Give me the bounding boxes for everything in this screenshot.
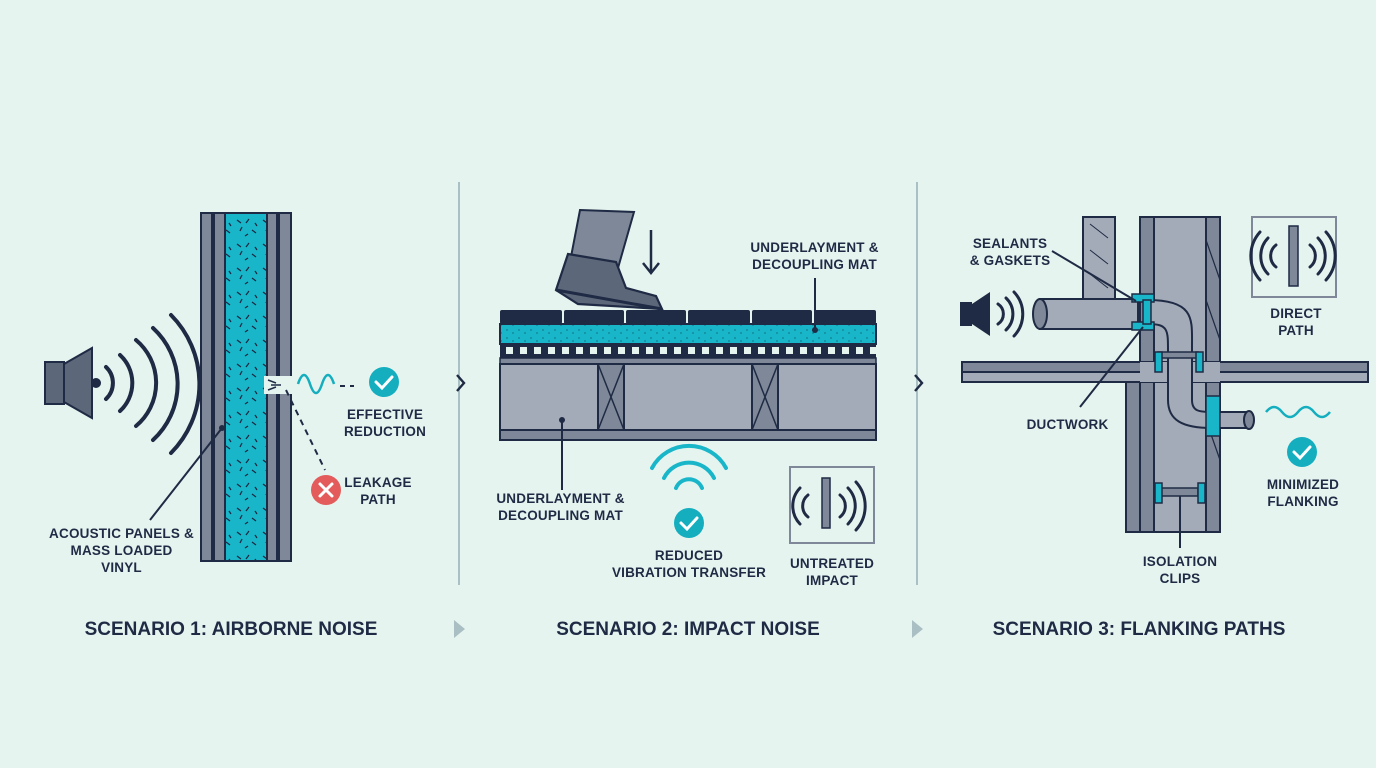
mat-stud: [702, 347, 709, 354]
mat-stud: [646, 347, 653, 354]
mat-stud: [730, 347, 737, 354]
minimized-flanking-label: MINIMIZED FLANKING: [1266, 477, 1340, 509]
check-circle-icon: [1287, 437, 1317, 467]
mat-stud: [618, 347, 625, 354]
shoe-icon: [554, 208, 664, 311]
mat-stud: [604, 347, 611, 354]
chevron-right-icon: [914, 374, 924, 392]
chevron-right-icon: [456, 374, 466, 392]
sealants-label: SEALANTS & GASKETS: [969, 236, 1051, 268]
reduced-vibration-label: REDUCED VIBRATION TRANSFER: [611, 548, 767, 580]
scenario-1-title: SCENARIO 1: AIRBORNE NOISE: [84, 619, 378, 640]
play-arrow-icon: [912, 620, 923, 638]
ductwork-label: DUCTWORK: [1026, 417, 1109, 432]
isolation-clips: [1154, 351, 1221, 504]
mat-stud: [674, 347, 681, 354]
acoustic-wall: [200, 212, 294, 562]
mat-stud: [548, 347, 555, 354]
scenario-3-title: SCENARIO 3: FLANKING PATHS: [992, 619, 1286, 640]
pointer-line: [1051, 250, 1137, 302]
check-circle-icon: [674, 508, 704, 538]
mat-stud: [828, 347, 835, 354]
isolation-clips-label: ISOLATION CLIPS: [1142, 554, 1218, 586]
mat-stud: [786, 347, 793, 354]
down-arrow-icon: [642, 230, 660, 276]
mat-stud: [758, 347, 765, 354]
mat-stud: [688, 347, 695, 354]
sound-waves-icon: [104, 313, 202, 455]
pointer-line: [149, 427, 223, 521]
leakage-path-label: LEAKAGE PATH: [344, 475, 412, 507]
mat-stud: [520, 347, 527, 354]
mat-label-top: UNDERLAYMENT & DECOUPLING MAT: [750, 240, 879, 272]
mat-stud: [534, 347, 541, 354]
mat-stud: [800, 347, 807, 354]
panels-label: ACOUSTIC PANELS & MASS LOADED VINYL: [49, 526, 194, 575]
mat-stud: [744, 347, 751, 354]
untreated-impact-icon: [789, 466, 875, 544]
mat-stud: [716, 347, 723, 354]
pointer-line: [1079, 326, 1144, 408]
mat-stud: [562, 347, 569, 354]
mat-stud: [856, 347, 863, 354]
play-arrow-icon: [454, 620, 465, 638]
wifi-waves-icon: [650, 443, 728, 490]
direct-path-label: DIRECT PATH: [1270, 306, 1322, 338]
mat-stud: [506, 347, 513, 354]
mat-label-bottom: UNDERLAYMENT & DECOUPLING MAT: [496, 491, 625, 523]
mat-stud: [814, 347, 821, 354]
speaker-icon: [960, 290, 1025, 338]
leakage-path-line: [285, 389, 326, 471]
mat-stud: [576, 347, 583, 354]
untreated-impact-label: UNTREATED IMPACT: [789, 556, 875, 588]
mat-stud: [632, 347, 639, 354]
floor-assembly: [499, 310, 877, 441]
speaker-icon: [44, 346, 101, 420]
mat-stud: [772, 347, 779, 354]
duct-pipe: [1032, 216, 1255, 430]
mat-stud: [870, 347, 877, 354]
error-circle-icon: [311, 475, 341, 505]
mat-stud: [842, 347, 849, 354]
check-circle-icon: [369, 367, 399, 397]
residual-wave-icon: [296, 373, 336, 395]
effective-reduction-label: EFFECTIVE REDUCTION: [343, 407, 427, 439]
scenario-2-title: SCENARIO 2: IMPACT NOISE: [556, 619, 820, 640]
mat-stud: [660, 347, 667, 354]
mat-stud: [590, 347, 597, 354]
direct-path-icon: [1249, 216, 1337, 298]
residual-wave-icon: [1265, 405, 1331, 419]
mat-studs: [506, 347, 877, 354]
